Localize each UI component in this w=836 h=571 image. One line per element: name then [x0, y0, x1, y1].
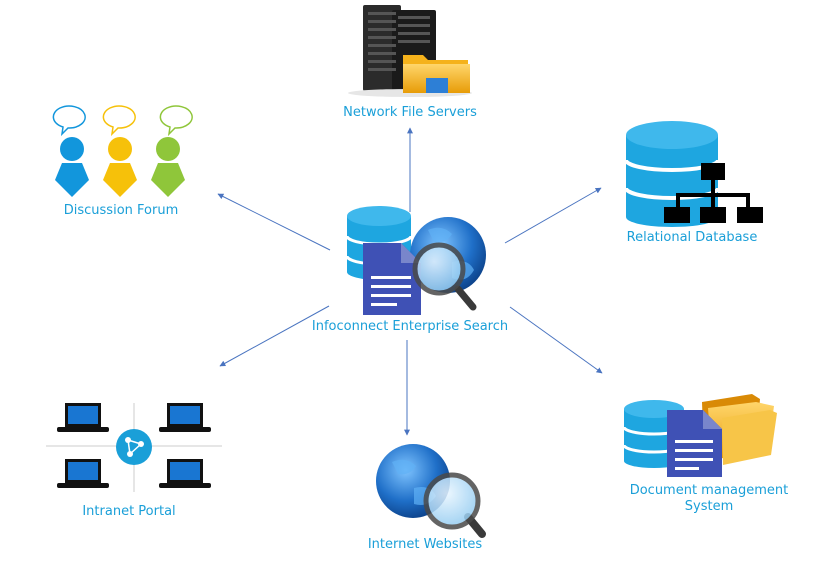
relational-database-label: Relational Database: [626, 230, 758, 245]
hierarchy-icon: [664, 163, 763, 223]
connector-to-relational-database: [504, 187, 602, 244]
database-icon: [624, 121, 720, 227]
laptop-icon: [57, 403, 211, 488]
network-file-servers-label: Network File Servers: [343, 105, 477, 120]
internet-websites-label: Internet Websites: [367, 537, 483, 552]
document-icon: [667, 410, 722, 477]
document-management-label: Document management System: [629, 483, 789, 514]
connector-to-document-management: [509, 306, 603, 374]
center-search-label: Infoconnect Enterprise Search: [311, 319, 509, 334]
connector-to-intranet-portal: [219, 305, 330, 367]
document-management-icon: [622, 394, 777, 477]
folder-icon: [403, 55, 470, 93]
internet-search-icon: [376, 444, 486, 538]
connector-to-discussion-forum: [217, 193, 331, 251]
magnifier-icon: [423, 472, 486, 538]
document-icon: [363, 243, 421, 315]
discussion-forum-label: Discussion Forum: [63, 203, 179, 218]
intranet-portal-icon: [46, 403, 222, 492]
magnifier-icon: [412, 242, 477, 311]
network-hub-icon: [116, 429, 152, 465]
person-icon: [55, 137, 185, 197]
connectors: [217, 127, 603, 436]
enterprise-search-icon: [345, 206, 486, 315]
discussion-forum-icon: [52, 105, 193, 197]
intranet-portal-label: Intranet Portal: [82, 504, 176, 519]
speech-bubble-icon: [52, 105, 193, 137]
